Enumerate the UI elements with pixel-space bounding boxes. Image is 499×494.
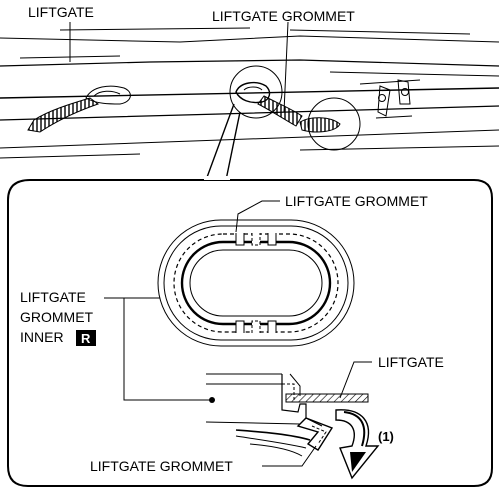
label-grommet-detail: LIFTGATE GROMMET — [285, 193, 428, 209]
leader-inner-dot — [209, 397, 215, 403]
leader-inner-section — [123, 298, 210, 401]
grommet-cross-section — [205, 373, 369, 457]
label-inner-line1: LIFTGATE — [20, 289, 86, 305]
label-inner-line2: GROMMET — [20, 309, 94, 325]
label-inner-line3: INNER — [20, 329, 64, 345]
leader-grommet-bottom — [262, 445, 317, 467]
label-liftgate-detail: LIFTGATE — [378, 354, 444, 370]
step-marker-1: (1) — [378, 429, 394, 444]
label-grommet-top: LIFTGATE GROMMET — [212, 8, 355, 24]
leader-grommet-detail — [235, 200, 280, 233]
label-grommet-bottom: LIFTGATE GROMMET — [90, 458, 233, 474]
r-badge-label: R — [81, 331, 91, 346]
rotation-arrow — [335, 409, 380, 480]
leader-liftgate-detail — [339, 361, 372, 399]
label-liftgate-top: LIFTGATE — [28, 4, 94, 20]
grommet-top-view — [157, 219, 355, 347]
vehicle-liftgate-view — [0, 21, 499, 181]
r-badge: R — [76, 330, 96, 346]
detail-box — [7, 179, 493, 487]
